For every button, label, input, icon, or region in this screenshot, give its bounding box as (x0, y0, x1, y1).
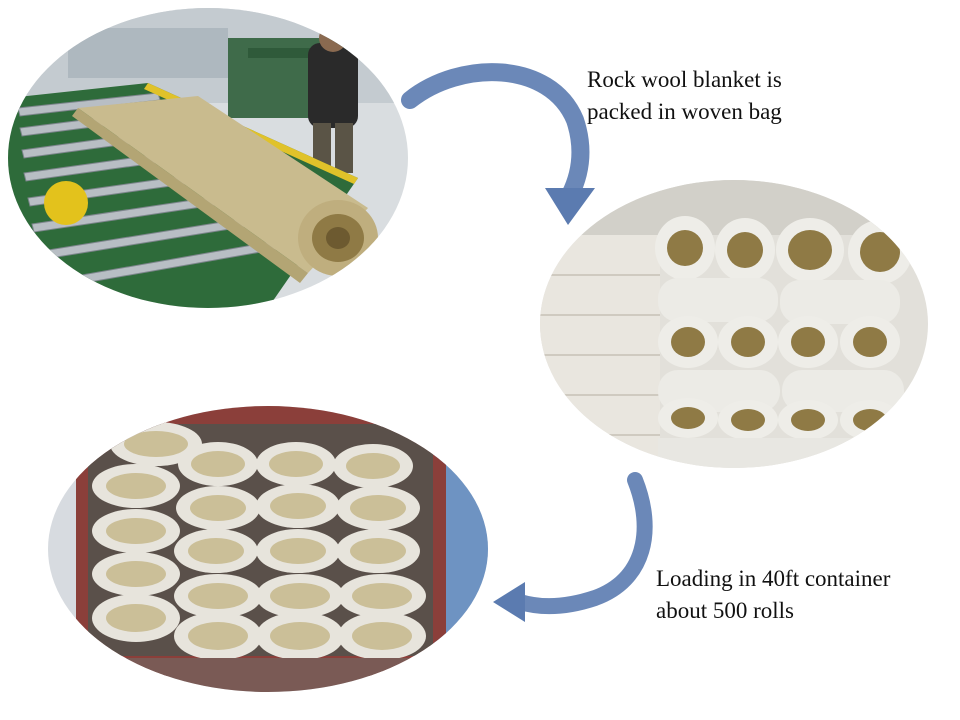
caption-line: Rock wool blanket is (587, 67, 782, 92)
caption-line: packed in woven bag (587, 99, 782, 124)
loading-caption: Loading in 40ft container about 500 roll… (656, 563, 890, 627)
caption-line: Loading in 40ft container (656, 566, 891, 591)
caption-line: about 500 rolls (656, 598, 794, 623)
container-loading-photo (48, 406, 488, 692)
production-line-photo (8, 8, 408, 308)
curved-arrow-icon (401, 63, 595, 225)
packing-caption: Rock wool blanket is packed in woven bag (587, 64, 782, 128)
packed-rolls-photo (540, 180, 928, 468)
curved-arrow-icon (493, 472, 653, 622)
